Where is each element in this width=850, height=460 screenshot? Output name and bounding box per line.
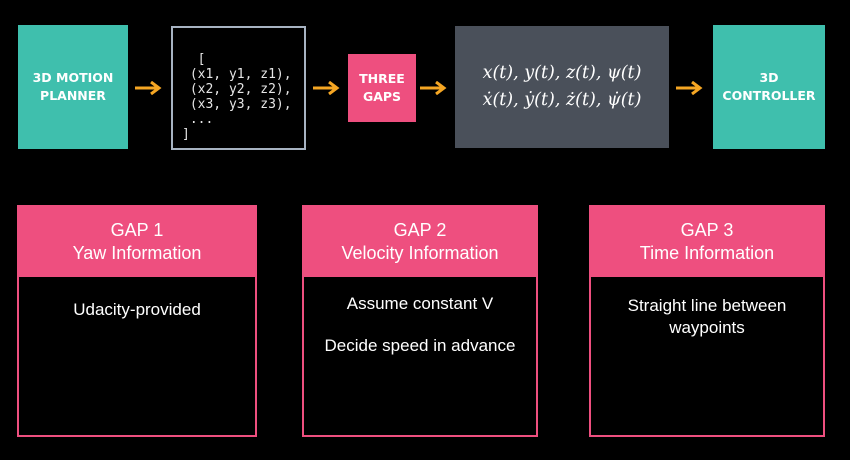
three-gaps-block: THREE GAPS (348, 54, 416, 122)
gap-note: Assume constant V (346, 294, 494, 313)
motion-planner-label: 3D MOTION PLANNER (32, 70, 114, 103)
controller-label: 3D CONTROLLER (722, 70, 816, 103)
gap-card-3: GAP 3 Time Information Straight line bet… (589, 205, 825, 437)
gap-body: Udacity-provided (19, 277, 255, 321)
controller-block: 3D CONTROLLER (713, 25, 825, 149)
arrow-right-icon (420, 81, 447, 95)
gap-header: GAP 3 Time Information (591, 207, 823, 277)
gap-body: Straight line between waypoints (591, 277, 823, 339)
gap-card-2: GAP 2 Velocity Information Assume consta… (302, 205, 538, 437)
gap-card-1: GAP 1 Yaw Information Udacity-provided (17, 205, 257, 437)
position-trajectory: x(t), y(t), z(t), ψ(t) (482, 63, 642, 83)
gap-header: GAP 2 Velocity Information (304, 207, 536, 277)
gap-subtitle: Time Information (639, 243, 775, 263)
gap-subtitle: Yaw Information (72, 243, 202, 263)
gap-note: Decide speed in advance (324, 336, 516, 355)
gap-body: Assume constant V Decide speed in advanc… (304, 277, 536, 357)
gap-title: GAP 1 (110, 220, 164, 240)
velocity-trajectory: ẋ(t), ẏ(t), ż(t), ψ̇(t) (482, 90, 642, 110)
three-gaps-label: THREE GAPS (359, 71, 405, 104)
arrow-right-icon (676, 81, 703, 95)
arrow-right-icon (313, 81, 340, 95)
gap-title: GAP 2 (393, 220, 447, 240)
waypoint-coordinates: [ (x1, y1, z1), (x2, y2, z2), (x3, y3, z… (182, 52, 292, 142)
state-trajectory-block: x(t), y(t), z(t), ψ(t) ẋ(t), ẏ(t), ż(t),… (455, 26, 669, 148)
waypoint-list: [ (x1, y1, z1), (x2, y2, z2), (x3, y3, z… (171, 26, 306, 150)
gap-subtitle: Velocity Information (341, 243, 499, 263)
gap-header: GAP 1 Yaw Information (19, 207, 255, 277)
gap-note: Udacity-provided (73, 300, 201, 319)
gap-note: Straight line between waypoints (627, 296, 787, 337)
arrow-right-icon (135, 81, 162, 95)
motion-planner-block: 3D MOTION PLANNER (18, 25, 128, 149)
gap-title: GAP 3 (680, 220, 734, 240)
